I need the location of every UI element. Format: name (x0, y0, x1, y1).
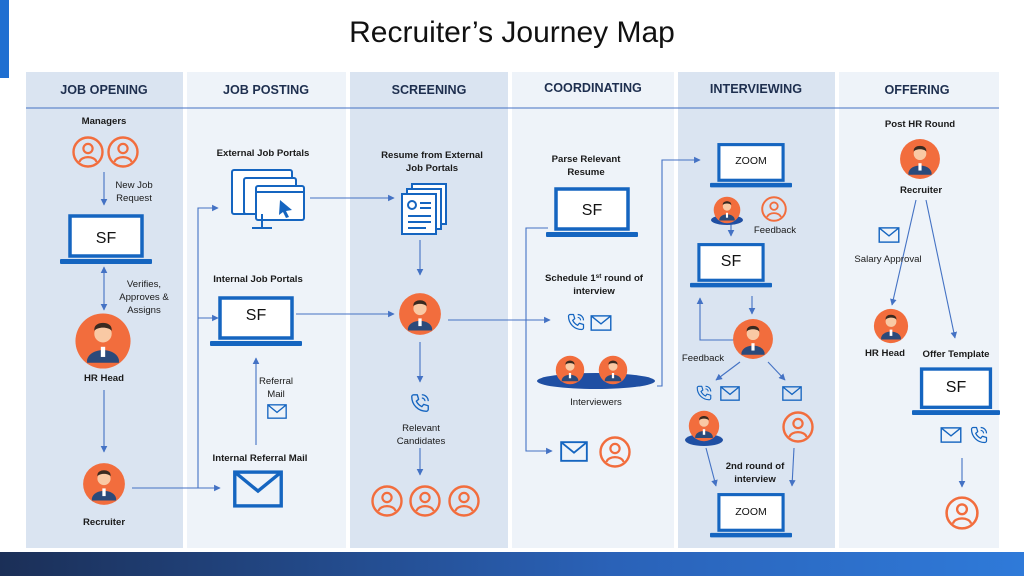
column-header-offering: OFFERING (884, 83, 949, 97)
interviewers-label: Interviewers (570, 397, 622, 408)
feedback-top-label: Feedback (754, 225, 796, 236)
resume-external-label-1: Resume from External (381, 150, 483, 161)
screening-recruiter-avatar-icon (399, 293, 441, 335)
managers-label: Managers (82, 116, 127, 127)
salary-approval-label: Salary Approval (854, 254, 921, 265)
verifies-label-3: Assigns (127, 305, 161, 316)
column-header-job-posting: JOB POSTING (223, 83, 309, 97)
round2-interviewer-avatar-icon (688, 410, 720, 442)
schedule-first-round-label-2: interview (573, 286, 615, 297)
external-portals-label: External Job Portals (217, 148, 310, 159)
column-header-interviewing: INTERVIEWING (710, 82, 802, 96)
second-round-label-1: 2nd round of (726, 461, 785, 472)
external-portals-icon (231, 169, 305, 229)
feedback-left-label: Feedback (682, 353, 724, 364)
column-header-screening: SCREENING (392, 83, 467, 97)
sf-label-interviewing: SF (721, 253, 742, 270)
second-round-label-2: interview (734, 474, 776, 485)
parse-resume-label-2: Resume (567, 167, 604, 178)
offering-hr-head-label: HR Head (865, 348, 905, 359)
offering-recruiter-label: Recruiter (900, 185, 942, 196)
new-job-request-label-2: Request (116, 193, 152, 204)
parse-resume-label-1: Parse Relevant (552, 154, 622, 165)
interviewer-avatar-icon-1 (555, 355, 585, 385)
left-accent-bar (0, 0, 9, 78)
internal-portals-label: Internal Job Portals (213, 274, 303, 285)
page-title: Recruiter’s Journey Map (349, 16, 675, 49)
column-bg-coordinating (512, 72, 674, 548)
column-header-coordinating: COORDINATING (544, 81, 642, 95)
recruiter-label: Recruiter (83, 517, 125, 528)
bottom-gradient-bar (0, 552, 1024, 576)
offer-template-label: Offer Template (923, 349, 990, 360)
sf-label-coordinating: SF (582, 202, 603, 219)
relevant-candidates-label-2: Candidates (397, 436, 446, 447)
relevant-candidates-label-1: Relevant (402, 423, 440, 434)
schedule-first-round-label-1: Schedule 1st round of (545, 273, 644, 285)
hr-head-label: HR Head (84, 373, 124, 384)
offering-recruiter-avatar-icon (900, 139, 940, 179)
post-hr-round-label: Post HR Round (885, 119, 955, 130)
internal-referral-mail-label: Internal Referral Mail (213, 453, 308, 464)
feedback-interviewer-avatar-icon (713, 196, 741, 224)
hr-interviewer-avatar-icon (733, 319, 773, 359)
interviewer-avatar-icon-2 (598, 355, 628, 385)
sf-label-job-opening: SF (96, 230, 117, 247)
column-header-job-opening: JOB OPENING (60, 83, 148, 97)
sf-label-offering: SF (946, 379, 967, 396)
resume-documents-icon (401, 183, 447, 235)
interviewers-platform (537, 373, 655, 389)
referral-mail-label-2: Mail (267, 389, 285, 400)
zoom-label-bottom: ZOOM (735, 506, 767, 518)
hr-head-avatar-icon (75, 313, 131, 369)
verifies-label-1: Verifies, (127, 279, 161, 290)
zoom-label-top: ZOOM (735, 155, 767, 167)
recruiter-avatar-icon (83, 463, 125, 505)
resume-external-label-2: Job Portals (406, 163, 458, 174)
offering-hr-head-avatar-icon (873, 308, 909, 344)
verifies-label-2: Approves & (119, 292, 169, 303)
new-job-request-label-1: New Job (115, 180, 152, 191)
sf-label-job-posting: SF (246, 307, 267, 324)
flow-arrows (100, 156, 966, 492)
referral-mail-label-1: Referral (259, 376, 293, 387)
